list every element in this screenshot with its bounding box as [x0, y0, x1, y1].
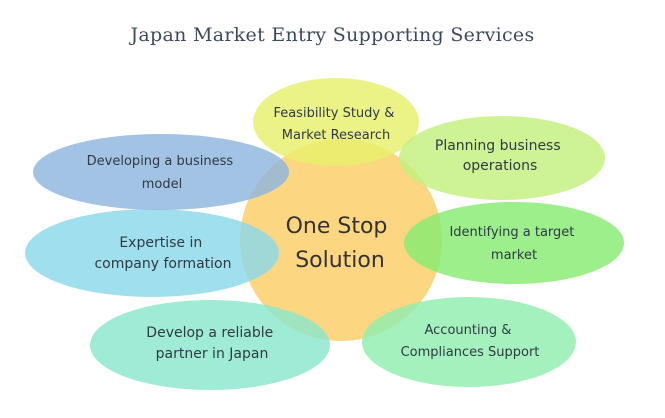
ellipse-company-formation [25, 209, 279, 297]
ellipse-planning-business [399, 116, 605, 200]
ellipse-identifying-target [404, 202, 624, 284]
label-planning-business: Planning business operations [435, 138, 565, 174]
label-line: Expertise in [119, 235, 202, 251]
label-company-formation: Expertise in company formation [94, 235, 231, 272]
label-line: Develop a reliable [146, 325, 273, 341]
page-title: Japan Market Entry Supporting Services [130, 24, 535, 46]
label-line: Market Research [282, 128, 390, 143]
label-accounting: Accounting & Compliances Support [401, 323, 540, 360]
label-line: model [142, 177, 182, 192]
ellipse-accounting-compliances [362, 297, 576, 387]
label-line: Compliances Support [401, 345, 540, 360]
label-line: Feasibility Study & [273, 106, 394, 121]
ellipse-business-model [33, 134, 289, 210]
label-line: Identifying a target [449, 225, 574, 240]
label-line: partner in Japan [156, 346, 269, 362]
center-label: One Stop Solution [286, 214, 395, 273]
label-line: Accounting & [424, 323, 511, 338]
ellipse-feasibility-study [253, 78, 419, 166]
label-reliable-partner: Develop a reliable partner in Japan [146, 325, 277, 362]
label-line: Planning business [435, 138, 561, 154]
ellipse-reliable-partner [90, 300, 330, 390]
label-line: Developing a business [87, 154, 234, 169]
center-label-line: One Stop [286, 214, 388, 239]
label-identifying-target: Identifying a target market [449, 225, 578, 263]
label-feasibility-study: Feasibility Study & Market Research [273, 106, 398, 143]
label-line: market [491, 248, 537, 263]
label-line: operations [463, 158, 538, 174]
label-business-model: Developing a business model [87, 154, 238, 192]
center-circle [240, 139, 442, 341]
center-label-line: Solution [295, 248, 385, 273]
label-line: company formation [94, 256, 231, 272]
